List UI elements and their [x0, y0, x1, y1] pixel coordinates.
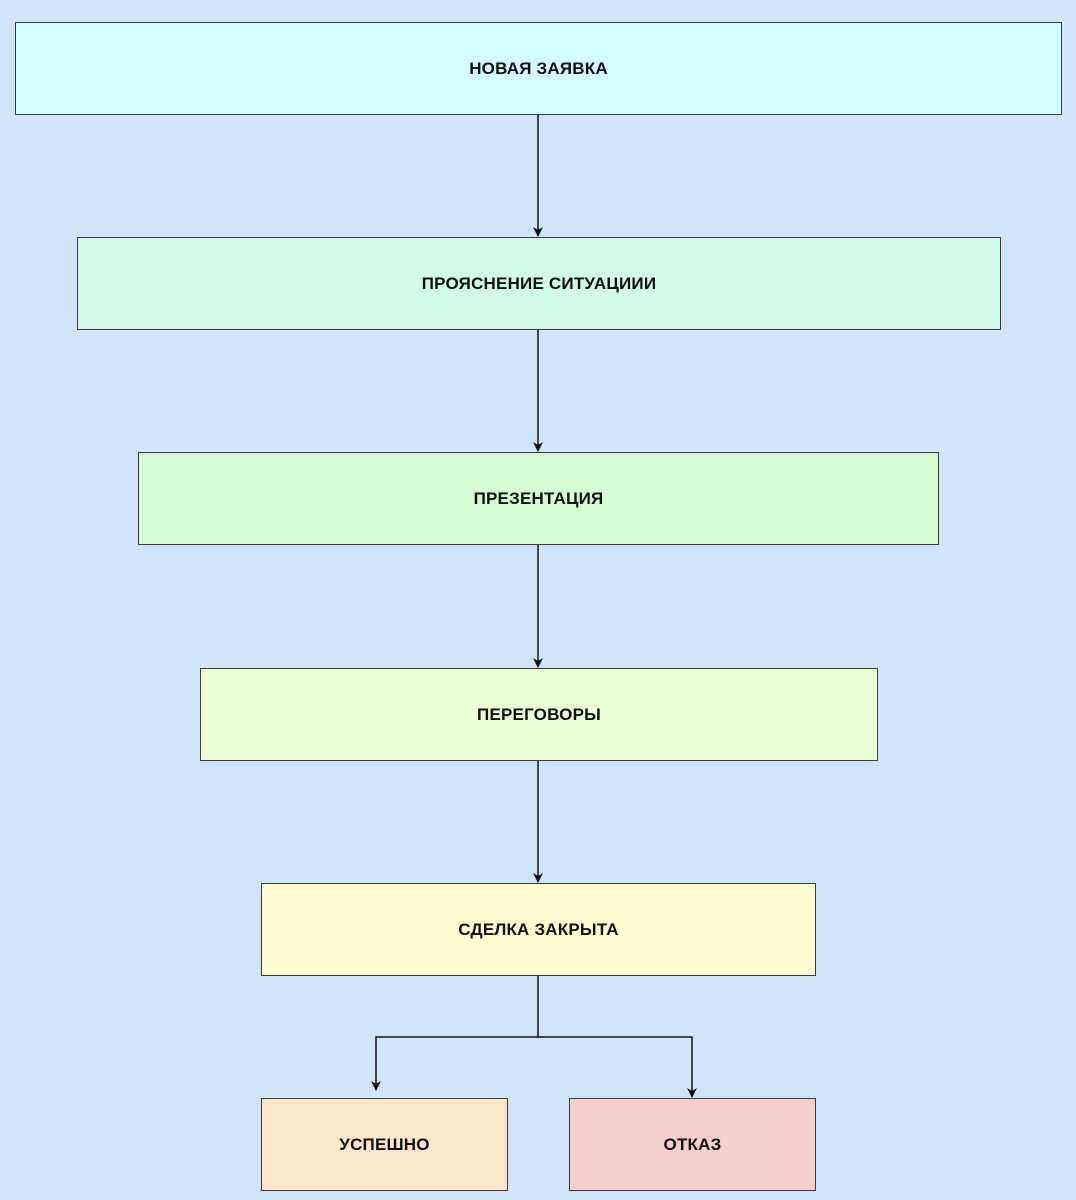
- stage-clarification: ПРОЯСНЕНИЕ СИТУАЦИИИ: [77, 237, 1001, 330]
- arrow-deal-closed-to-refusal: [538, 1036, 697, 1098]
- stage-clarification-label: ПРОЯСНЕНИЕ СИТУАЦИИИ: [421, 273, 657, 293]
- stage-success-label: УСПЕШНО: [339, 1134, 430, 1154]
- stage-deal-closed-label: СДЕЛКА ЗАКРЫТА: [458, 919, 619, 939]
- stage-negotiation-label: ПЕРЕГОВОРЫ: [477, 704, 601, 724]
- arrow-deal-closed-to-success: [371, 976, 539, 1091]
- stage-new-request-label: НОВАЯ ЗАЯВКА: [469, 58, 608, 78]
- stage-negotiation: ПЕРЕГОВОРЫ: [200, 668, 878, 761]
- stage-new-request: НОВАЯ ЗАЯВКА: [15, 22, 1062, 115]
- stage-success: УСПЕШНО: [261, 1098, 508, 1191]
- stage-deal-closed: СДЕЛКА ЗАКРЫТА: [261, 883, 816, 976]
- stage-refusal-label: ОТКАЗ: [663, 1134, 722, 1154]
- stage-presentation-label: ПРЕЗЕНТАЦИЯ: [473, 488, 604, 508]
- stage-presentation: ПРЕЗЕНТАЦИЯ: [138, 452, 939, 545]
- stage-refusal: ОТКАЗ: [569, 1098, 816, 1191]
